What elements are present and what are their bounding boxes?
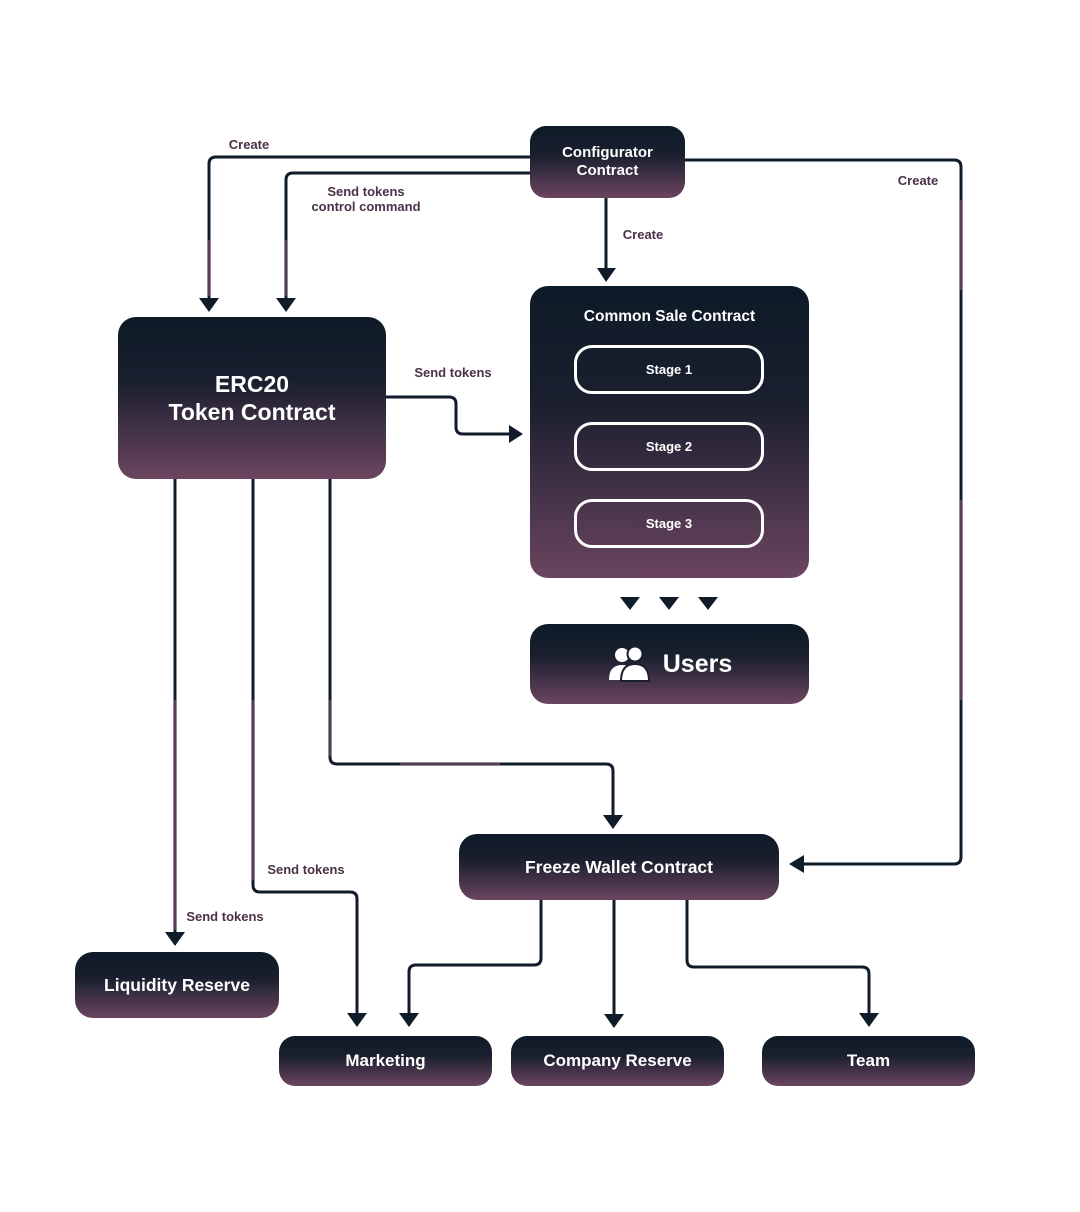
edge-erc20-marketing xyxy=(251,478,359,1015)
users-node[interactable]: Users xyxy=(530,624,809,704)
stage-3[interactable]: Stage 3 xyxy=(574,499,764,548)
stage-3-label: Stage 3 xyxy=(645,516,693,531)
arrowhead xyxy=(399,1013,419,1027)
label-create-freeze: Create xyxy=(897,173,939,188)
company-reserve-node[interactable]: Company Reserve xyxy=(511,1036,724,1086)
liquidity-reserve-node[interactable]: Liquidity Reserve xyxy=(75,952,279,1018)
arrow-down-icon xyxy=(659,597,679,610)
arrowhead xyxy=(603,815,623,829)
arrow-down-icon xyxy=(698,597,718,610)
arrow-down-icon xyxy=(620,597,640,610)
arrowhead xyxy=(199,298,219,312)
erc20-token-contract-label: ERC20 Token Contract xyxy=(168,371,336,425)
freeze-wallet-contract-node[interactable]: Freeze Wallet Contract xyxy=(459,834,779,900)
edge-freeze-marketing xyxy=(407,899,543,1015)
arrowhead xyxy=(347,1013,367,1027)
stage-2[interactable]: Stage 2 xyxy=(574,422,764,471)
marketing-node[interactable]: Marketing xyxy=(279,1036,492,1086)
stage-1[interactable]: Stage 1 xyxy=(574,345,764,394)
arrowhead xyxy=(789,855,804,873)
team-node[interactable]: Team xyxy=(762,1036,975,1086)
label-send-tokens-marketing: Send tokens xyxy=(267,862,345,877)
arrowhead xyxy=(604,1014,624,1028)
users-label: Users xyxy=(662,649,733,678)
team-label: Team xyxy=(846,1051,891,1070)
arrowhead xyxy=(597,268,616,282)
arrowhead xyxy=(509,425,523,443)
liquidity-reserve-label: Liquidity Reserve xyxy=(104,974,250,995)
arrowhead xyxy=(276,298,296,312)
label-create-sale: Create xyxy=(622,227,664,242)
configurator-contract-label: Configurator Contract xyxy=(562,144,653,179)
label-create-erc20: Create xyxy=(228,137,270,152)
common-sale-contract-label: Common Sale Contract xyxy=(583,308,756,325)
label-send-tokens-control: Send tokens control command xyxy=(311,184,421,214)
label-send-tokens-liquidity: Send tokens xyxy=(186,909,264,924)
stage-2-label: Stage 2 xyxy=(645,439,693,454)
erc20-token-contract-node[interactable]: ERC20 Token Contract xyxy=(118,317,386,479)
edge-erc20-sale xyxy=(386,395,510,436)
edge-configurator-erc20-create xyxy=(207,155,530,300)
stage-1-label: Stage 1 xyxy=(645,362,693,377)
users-group-icon xyxy=(607,645,651,683)
edge-configurator-erc20-control xyxy=(284,171,530,300)
arrowhead xyxy=(165,932,185,946)
freeze-wallet-contract-label: Freeze Wallet Contract xyxy=(524,856,713,877)
company-reserve-label: Company Reserve xyxy=(543,1051,692,1070)
label-send-tokens-sale: Send tokens xyxy=(414,365,492,380)
edge-freeze-team xyxy=(685,899,871,1015)
marketing-label: Marketing xyxy=(345,1051,426,1070)
arrowhead xyxy=(859,1013,879,1027)
configurator-contract-node[interactable]: Configurator Contract xyxy=(530,126,685,198)
